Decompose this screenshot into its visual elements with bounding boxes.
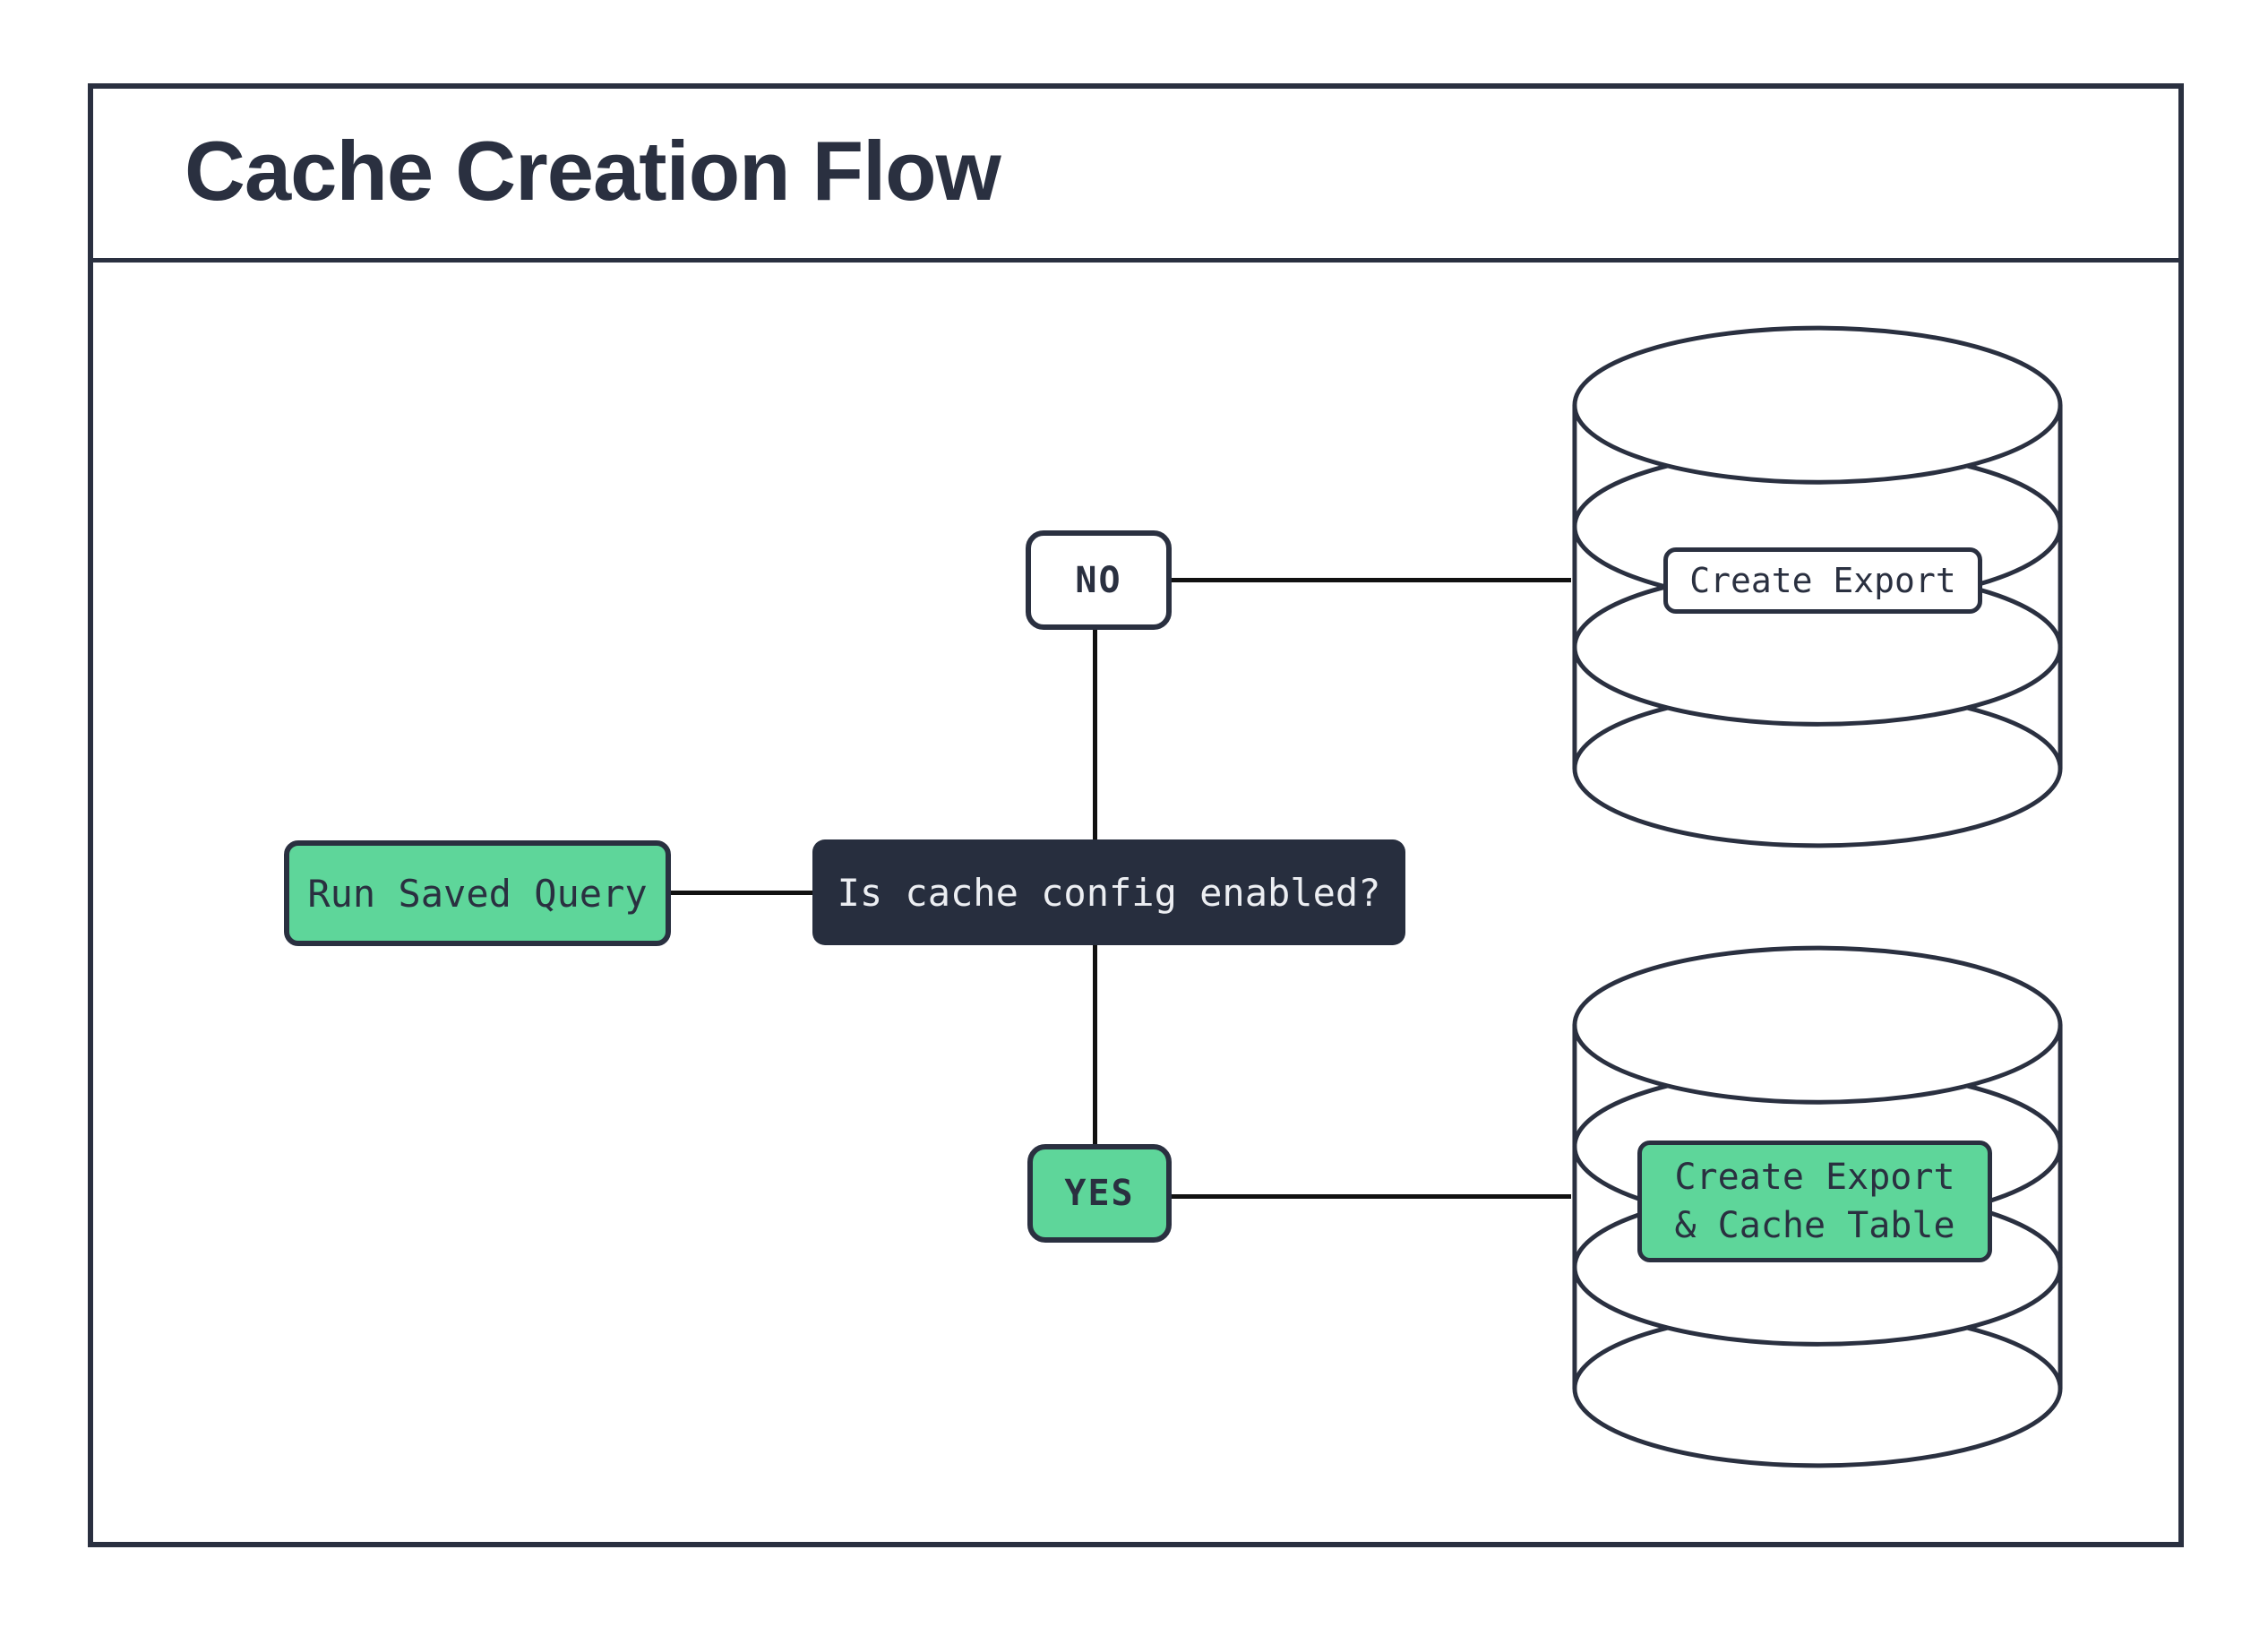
connector-start-to-decision [671, 891, 812, 895]
node-run-saved-query: Run Saved Query [284, 840, 671, 946]
label-create-export-cache-table: Create Export & Cache Table [1637, 1141, 1992, 1262]
node-cache-config-decision: Is cache config enabled? [812, 839, 1405, 945]
connector-no-to-database [1170, 578, 1571, 582]
label-create-export-cache-line1: Create Export [1674, 1157, 1955, 1198]
connector-no-to-decision [1093, 627, 1097, 841]
node-run-saved-query-label: Run Saved Query [307, 871, 648, 916]
label-create-export-text: Create Export [1689, 561, 1956, 600]
diagram-header: Cache Creation Flow [88, 83, 2184, 263]
label-create-export: Create Export [1663, 547, 1982, 614]
node-cache-config-decision-label: Is cache config enabled? [837, 870, 1381, 915]
connector-decision-to-yes [1093, 943, 1097, 1146]
node-branch-no: NO [1026, 530, 1172, 630]
page-title: Cache Creation Flow [185, 123, 1001, 218]
label-create-export-cache-line2: & Cache Table [1674, 1205, 1955, 1246]
database-icon-export [1569, 324, 2066, 849]
node-branch-yes-label: YES [1064, 1173, 1135, 1214]
node-branch-no-label: NO [1075, 559, 1122, 601]
connector-yes-to-database [1170, 1194, 1571, 1199]
node-branch-yes: YES [1027, 1144, 1172, 1243]
